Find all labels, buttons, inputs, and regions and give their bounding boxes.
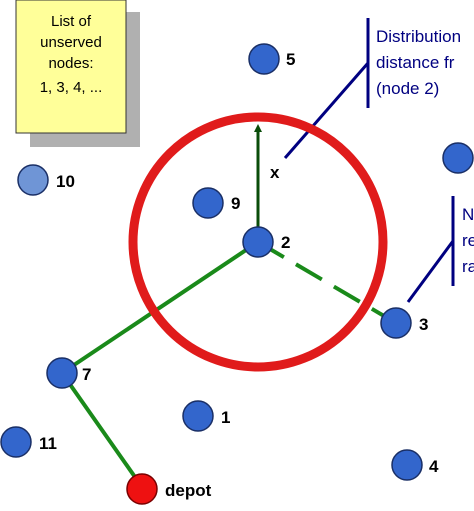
distribution-callout-line-1: Distribution (376, 27, 461, 46)
node-11-label: 11 (39, 434, 57, 453)
distribution-radius-circle (128, 112, 388, 372)
note-line-4: 1, 3, 4, ... (40, 79, 103, 96)
neighborhood-callout-line-3: ra (462, 257, 474, 276)
distribution-callout-line-3: (node 2) (376, 79, 439, 98)
unserved-nodes-note (15, 0, 127, 134)
note-line-1: List of (51, 13, 92, 30)
distribution-callout-pointer (283, 62, 370, 159)
neighborhood-callout-line-1: N (462, 205, 474, 224)
node-1-label: 1 (221, 408, 230, 427)
node-9-label: 9 (231, 194, 240, 213)
depot-node (126, 473, 158, 505)
neighborhood-callout-line-2: re (462, 231, 474, 250)
distance-label: x (270, 163, 280, 182)
neighborhood-callout-pointer (406, 240, 455, 303)
node-9 (192, 187, 224, 219)
node-3 (380, 307, 412, 339)
node-2-label: 2 (281, 233, 290, 252)
node-1 (182, 400, 214, 432)
node-4-label: 4 (429, 457, 439, 476)
node-partial-right (442, 142, 474, 174)
candidate-route-dashed (256, 240, 398, 325)
node-7-label: 7 (82, 365, 91, 384)
node-2 (242, 226, 274, 258)
node-5 (248, 43, 280, 75)
node-11 (0, 426, 32, 458)
node-10-label: 10 (56, 172, 75, 191)
note-line-3: nodes: (48, 55, 93, 72)
node-3-label: 3 (419, 315, 428, 334)
node-5-label: 5 (286, 50, 295, 69)
node-7 (46, 357, 78, 389)
note-line-2: unserved (40, 34, 102, 51)
node-4 (391, 449, 423, 481)
node-10 (17, 164, 49, 196)
distribution-callout-line-2: distance fr (376, 53, 455, 72)
depot-label: depot (165, 481, 212, 500)
